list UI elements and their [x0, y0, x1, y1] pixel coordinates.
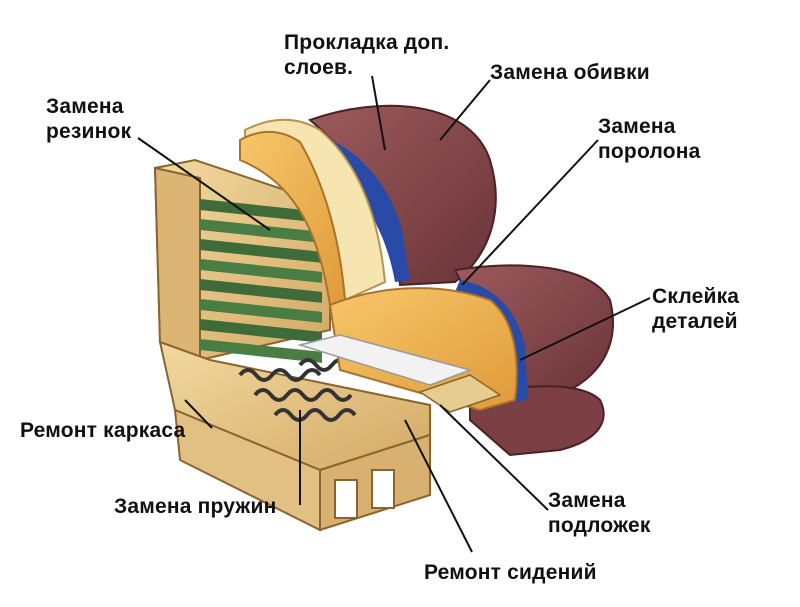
leader-zamena-rezinok — [137, 137, 271, 231]
label-zamena-podlozhek: Замена подложек — [548, 489, 651, 537]
label-remont-karkasa: Ремонт каркаса — [20, 419, 186, 442]
backrest — [239, 104, 497, 307]
label-zamena-rezinok: Замена резинок — [46, 95, 132, 143]
leader-remont-karkasa — [184, 399, 213, 429]
label-remont-sideniy: Ремонт сидений — [424, 561, 597, 584]
leader-zamena-porolona — [461, 139, 599, 286]
seat — [297, 264, 614, 457]
leader-zamena-obivki — [439, 79, 491, 141]
label-skleika: Склейка деталей — [652, 285, 740, 333]
leader-skleika — [519, 297, 651, 361]
label-zamena-obivki: Замена обивки — [490, 61, 650, 84]
rubber-straps — [200, 199, 322, 363]
leader-remont-sideniy — [404, 419, 473, 553]
leader-prokladka — [371, 75, 386, 151]
base-frame — [158, 340, 431, 532]
label-zamena-porolona: Замена поролона — [598, 115, 701, 163]
label-prokladka: Прокладка доп. слоев. — [284, 31, 450, 79]
leader-zamena-podlozhek — [439, 404, 549, 511]
springs — [238, 358, 366, 422]
label-zamena-pruzhin: Замена пружин — [114, 495, 277, 518]
